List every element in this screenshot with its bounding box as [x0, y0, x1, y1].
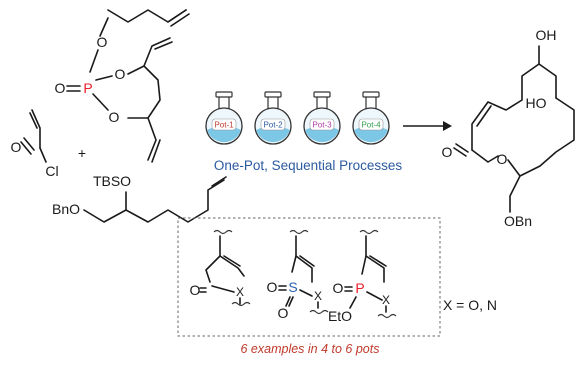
phosphate-o-top: O	[97, 34, 108, 50]
pot-2: Pot-2	[254, 91, 292, 145]
example-phosphonyl: O P EtO X	[328, 229, 397, 324]
phosphate-o-lower: O	[109, 109, 120, 125]
phosphate-o-right: O	[115, 66, 126, 82]
pot-1: Pot-1	[205, 91, 243, 145]
pot-1-label: Pot-1	[214, 121, 234, 130]
product-carbonyl-o: O	[442, 144, 453, 160]
product-oh-top: OH	[536, 27, 557, 43]
acryloyl-cl: Cl	[45, 163, 58, 179]
x-definition: X = O, N	[443, 297, 497, 313]
plus-sign: +	[78, 145, 86, 161]
ex3-x: X	[382, 293, 390, 307]
sulfur-atom: S	[288, 279, 297, 295]
reaction-arrow	[403, 121, 452, 131]
ex3-o: O	[333, 280, 344, 296]
phosphorus-atom: P	[83, 80, 92, 96]
product-ester-o: O	[497, 151, 508, 167]
acryloyl-o: O	[11, 139, 22, 155]
example-carbonyl: O X	[190, 229, 251, 307]
examples-box	[177, 217, 441, 337]
footer-note: 6 examples in 4 to 6 pots	[241, 342, 380, 356]
product-obn: OBn	[504, 213, 532, 229]
product-macrocycle: OH HO O O OBn	[442, 27, 575, 229]
pot-3: Pot-3	[303, 91, 341, 145]
ex2-x: X	[314, 289, 322, 303]
pot-4-label: Pot-4	[361, 121, 381, 130]
ex3-eto: EtO	[328, 308, 352, 324]
acryloyl-chloride: O Cl	[11, 109, 59, 179]
bno-label: BnO	[52, 201, 80, 217]
pot-3-label: Pot-3	[312, 121, 332, 130]
ex1-x: X	[236, 285, 244, 299]
phosphorus-atom-ex3: P	[355, 280, 364, 296]
ex2-o-left: O	[267, 279, 278, 295]
product-ho: HO	[526, 95, 547, 111]
silyl-fragment: TBSO BnO	[52, 173, 227, 223]
ex1-o: O	[190, 282, 201, 298]
pot-2-label: Pot-2	[263, 121, 283, 130]
example-sulfonyl: O S O X	[267, 229, 329, 321]
process-caption: One-Pot, Sequential Processes	[214, 158, 403, 173]
ex2-o-bottom: O	[278, 305, 289, 321]
pot-4: Pot-4	[352, 91, 390, 145]
phosphate-o-double: O	[55, 80, 66, 96]
tbso-label: TBSO	[93, 173, 131, 189]
phosphate-reactant: O O P O O	[55, 9, 190, 163]
